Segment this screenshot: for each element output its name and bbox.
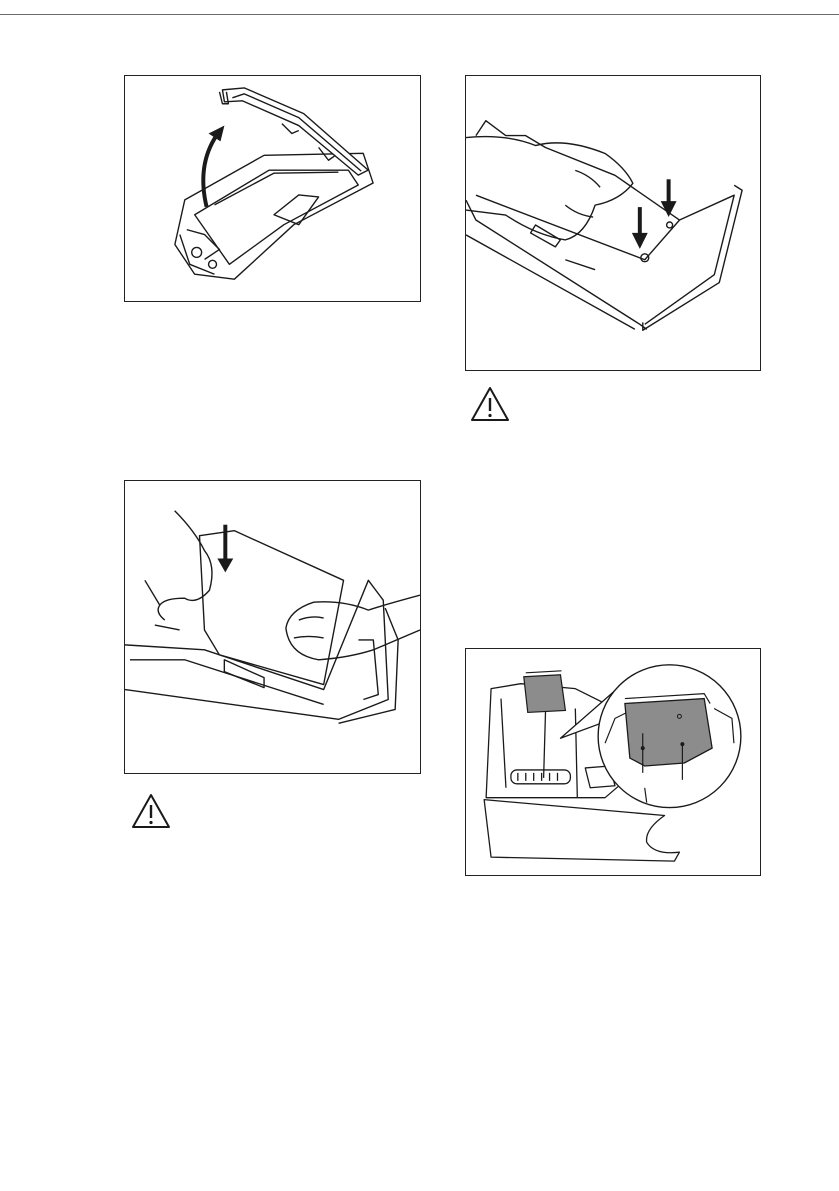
insert-partition-illustration [125,481,420,773]
warning-triangle-icon [469,385,511,423]
figure-insert-partition [124,480,421,774]
figure-partition-detail [465,648,761,876]
header-rule [0,14,839,15]
warning-triangle-icon [130,792,172,830]
flap-open-illustration [125,76,420,301]
figure-press-partition-down [465,75,761,371]
press-partition-illustration [466,76,760,370]
figure-dispenser-flap-open [124,75,421,302]
partition-detail-illustration [466,649,760,875]
